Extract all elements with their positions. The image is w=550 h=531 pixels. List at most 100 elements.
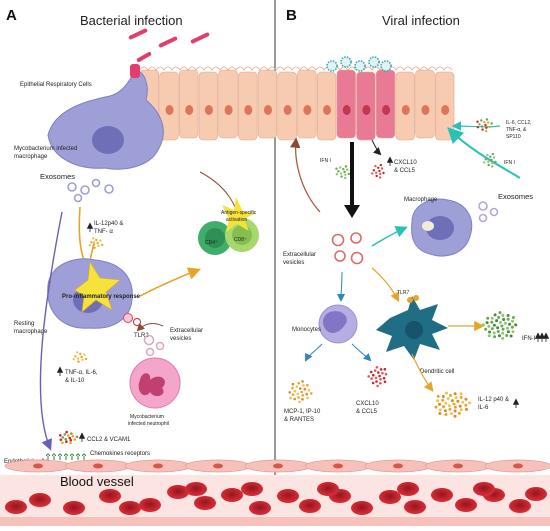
red-blood-cell xyxy=(473,482,495,496)
virus-particle xyxy=(368,56,380,68)
cytokine-dot xyxy=(378,176,382,179)
cytokine-dot xyxy=(335,173,339,176)
label-ev-a-1: Extracellular xyxy=(170,328,203,334)
cytokine-dot xyxy=(434,405,438,409)
cytokine-dot xyxy=(299,387,302,390)
label-il12-1: IL-12p40 & xyxy=(94,221,123,227)
red-blood-cell xyxy=(525,487,547,501)
endothelial-nucleus xyxy=(93,463,103,469)
cytokine-dot xyxy=(378,169,381,173)
label-ev-a-2: vesicles xyxy=(170,336,191,342)
cytokine-dot xyxy=(76,351,79,354)
epithelial-cell xyxy=(179,69,199,139)
label-ifn-i-right: IFN I xyxy=(504,160,515,166)
epithelial-nucleus xyxy=(441,105,450,115)
cytokine-dot xyxy=(63,433,67,436)
cytokine-dot xyxy=(77,360,80,363)
cytokine-dot xyxy=(371,172,374,175)
red-blood-cell xyxy=(139,498,161,512)
cytokine-dot xyxy=(506,317,510,321)
cytokine-dot xyxy=(344,176,347,180)
cytokine-dot xyxy=(296,392,300,396)
cytokine-dot xyxy=(377,166,380,169)
cytokine-dot xyxy=(372,169,375,172)
red-blood-cell xyxy=(119,501,141,515)
endothelial-nucleus xyxy=(393,463,403,469)
bacteria-rods xyxy=(128,28,210,62)
label-myco-macrophage-2: macrophage xyxy=(14,154,48,160)
cytokine-dot xyxy=(501,314,505,317)
cytokine-dot xyxy=(485,321,489,325)
cytokine-dot xyxy=(374,376,378,380)
extracellular-vesicles-a xyxy=(143,334,165,357)
cytokine-dot xyxy=(438,402,441,406)
cytokine-dot xyxy=(100,243,104,247)
label-il6-2: TNF-α, & xyxy=(506,127,527,133)
cytokine-dot xyxy=(375,171,378,174)
virus-particle xyxy=(340,56,352,68)
cytokine-dot xyxy=(485,129,488,133)
cytokine-dot xyxy=(485,126,488,129)
cytokine-dot xyxy=(454,396,458,400)
red-blood-cell xyxy=(455,498,477,512)
endothelial-nucleus xyxy=(153,463,163,469)
label-cxcl10-2: & CCL5 xyxy=(394,168,416,174)
red-blood-cell xyxy=(249,501,271,515)
cytokine-dot xyxy=(96,241,99,245)
cytokine-dot xyxy=(506,330,510,334)
cytokine-dot xyxy=(59,438,63,442)
label-epithelial: Epithelial Respiratory Cells xyxy=(20,82,92,88)
cytokine-dot xyxy=(73,438,77,441)
panel-a-letter: A xyxy=(6,7,17,24)
cytokine-dot xyxy=(442,405,445,409)
cytokine-dot xyxy=(307,388,311,392)
cytokine-dots-il12 xyxy=(88,237,104,249)
cytokine-dot xyxy=(68,436,72,440)
label-il12-b-2: IL-6 xyxy=(478,405,489,411)
cytokine-dot xyxy=(506,314,510,317)
cytokine-dot xyxy=(459,408,463,412)
cytokine-dot xyxy=(489,155,492,158)
cytokine-dot xyxy=(458,404,462,408)
cytokine-dot xyxy=(486,153,489,157)
epithelial-cell xyxy=(257,69,278,139)
arrow-ev-to-monocyte xyxy=(337,271,346,302)
cytokine-dot xyxy=(306,396,309,400)
red-blood-cell xyxy=(351,501,373,515)
cytokine-dot xyxy=(293,389,297,393)
epithelial-cell xyxy=(336,69,356,139)
cytokine-dot xyxy=(501,331,505,335)
cytokine-dot xyxy=(487,324,491,328)
cytokine-dot xyxy=(376,384,379,388)
epithelial-layer xyxy=(139,66,455,141)
cytokine-dot xyxy=(453,409,457,413)
cytokine-dots-mcp xyxy=(288,380,313,404)
virus-particle xyxy=(380,60,392,72)
cytokine-dot xyxy=(69,438,73,442)
cytokine-dot xyxy=(509,334,513,338)
monocyte xyxy=(318,304,358,344)
endothelial-nucleus xyxy=(273,463,283,469)
cytokine-dot xyxy=(295,385,299,388)
label-il12-2: TNF- α xyxy=(94,229,113,235)
cytokine-dot xyxy=(497,315,501,319)
cytokine-dot xyxy=(491,161,494,165)
label-il12-b-1: IL-12 p40 & xyxy=(478,397,509,403)
cytokine-dot xyxy=(303,387,307,391)
arrow-ev-to-tlr2 xyxy=(136,322,164,332)
cilia xyxy=(139,66,453,71)
cytokine-dot xyxy=(88,244,91,247)
cytokine-dot xyxy=(481,128,484,131)
arrow-monocyte-to-cxcl10 xyxy=(351,343,372,362)
cytokine-dot xyxy=(378,374,381,378)
cytokine-dot xyxy=(495,319,499,323)
cytokine-dot xyxy=(367,375,371,378)
exosomes-a xyxy=(67,178,114,203)
label-antigen-2: activation xyxy=(226,217,247,223)
cytokine-dot xyxy=(374,164,377,168)
cytokine-dots-cxcl10-b xyxy=(367,366,388,388)
cytokine-dot xyxy=(487,334,491,338)
cytokine-dot xyxy=(464,403,468,407)
red-blood-cell xyxy=(29,493,51,507)
